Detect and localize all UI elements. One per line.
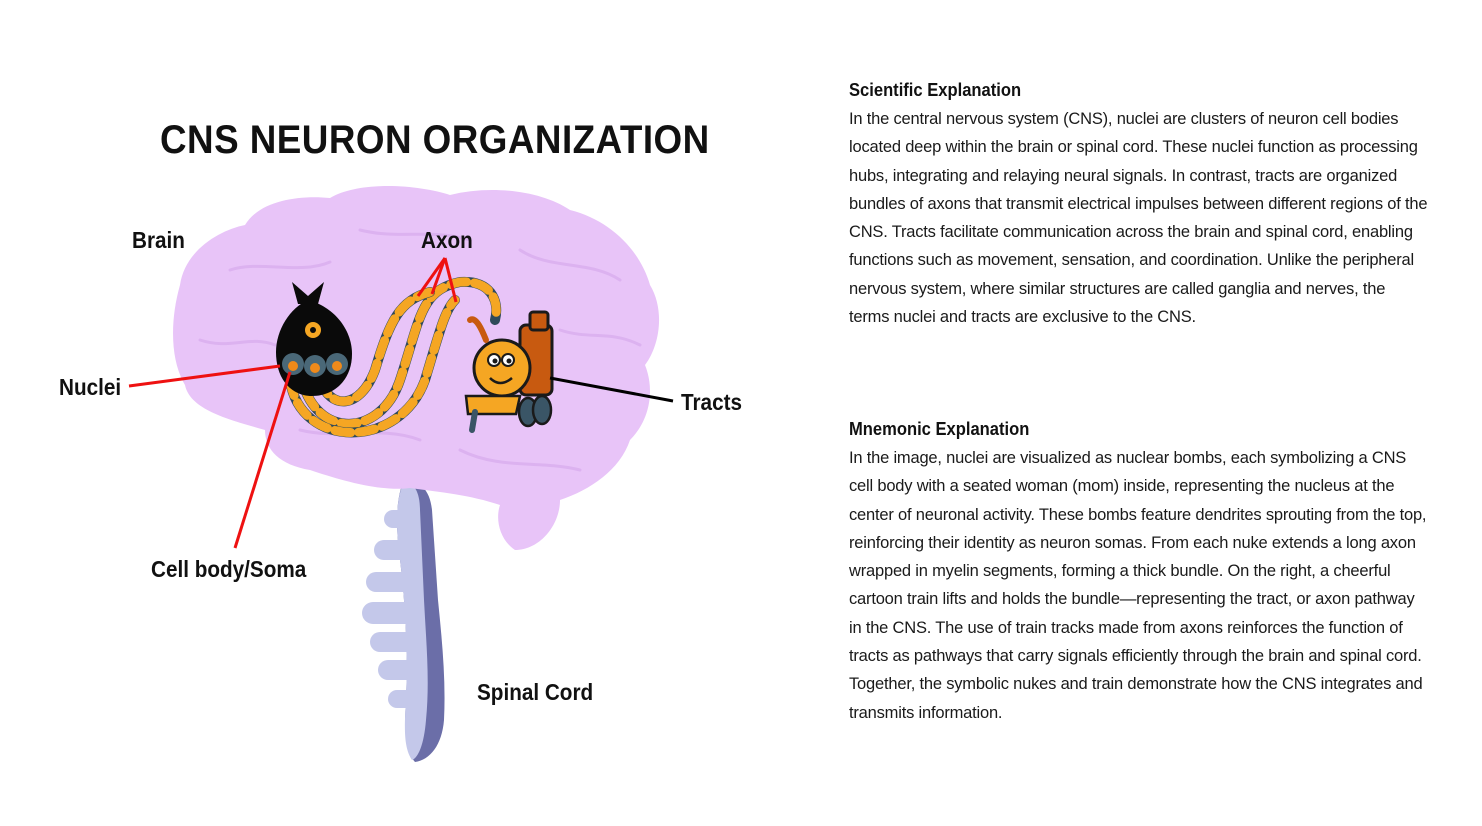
scientific-explanation: Scientific Explanation In the central ne…	[849, 80, 1429, 331]
pointer-lines	[128, 257, 674, 549]
spinal-cord-illustration	[362, 480, 445, 762]
scientific-body: In the central nervous system (CNS), nuc…	[849, 110, 1428, 327]
mnemonic-body: In the image, nuclei are visualized as n…	[849, 449, 1427, 722]
train-icon	[464, 310, 554, 433]
label-axon: Axon	[421, 227, 473, 253]
nuclear-bomb-icon	[276, 282, 352, 396]
label-brain: Brain	[132, 227, 185, 253]
label-cell-body: Cell body/Soma	[151, 556, 307, 582]
mnemonic-heading: Mnemonic Explanation	[849, 419, 1030, 439]
cns-diagram	[128, 185, 674, 762]
label-spinal-cord: Spinal Cord	[477, 679, 594, 705]
label-tracts: Tracts	[681, 389, 742, 415]
scientific-heading: Scientific Explanation	[849, 80, 1022, 100]
page-title: CNS NEURON ORGANIZATION	[160, 118, 710, 162]
mnemonic-explanation: Mnemonic Explanation In the image, nucle…	[849, 419, 1429, 727]
label-nuclei: Nuclei	[59, 374, 122, 400]
brain-illustration	[173, 185, 660, 551]
axon-bundle-illustration	[285, 276, 502, 438]
